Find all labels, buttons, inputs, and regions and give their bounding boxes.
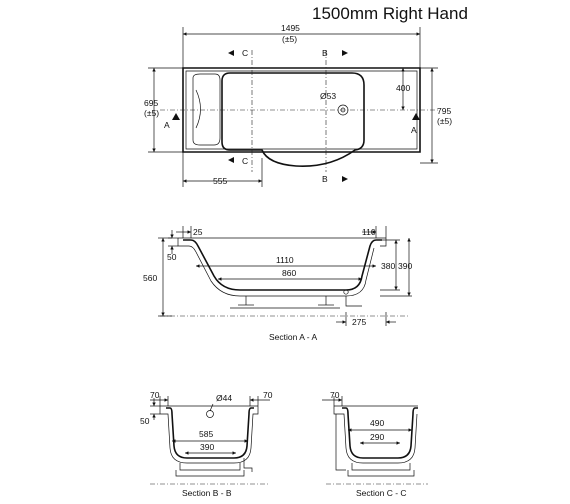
aa-base-inner: 860: [282, 268, 296, 278]
plan-cut-b-top: B: [322, 48, 328, 58]
bb-rim-right: 70: [263, 390, 273, 400]
bb-base-inner: 390: [200, 442, 214, 452]
plan-basin: [221, 72, 365, 167]
plan-inner-depth: 400: [396, 83, 410, 93]
plan-cut-a-left: A: [164, 120, 170, 130]
cc-label: Section C - C: [356, 488, 407, 498]
page-title: 1500mm Right Hand: [312, 4, 468, 23]
section-bb: 70 70 50 Ø44 585 390 Section B - B: [140, 390, 273, 498]
aa-height-overall: 560: [143, 273, 157, 283]
bb-label: Section B - B: [182, 488, 232, 498]
aa-rim-left: 25: [193, 227, 203, 237]
plan-left-width-tol: (±5): [144, 108, 159, 118]
aa-depth-inner: 380: [381, 261, 395, 271]
plan-bottom-offset: 555: [213, 176, 227, 186]
aa-depth-outer: 390: [398, 261, 412, 271]
aa-top-inner: 1110: [276, 255, 294, 265]
bb-waste-dia: Ø44: [216, 393, 232, 403]
plan-width-tol: (±5): [282, 34, 297, 44]
section-aa-profile: [183, 239, 382, 291]
plan-width: 1495: [281, 23, 300, 33]
plan-left-width: 695: [144, 98, 158, 108]
aa-label: Section A - A: [269, 332, 318, 342]
bb-rim-thk: 50: [140, 416, 150, 426]
cc-rim-left: 70: [330, 390, 340, 400]
aa-rim-thk: 50: [167, 252, 177, 262]
plan-cut-b-bottom: B: [322, 174, 328, 184]
plan-cut-a-right: A: [411, 125, 417, 135]
plan-right-width-tol: (±5): [437, 116, 452, 126]
plan-cut-c-top: C: [242, 48, 248, 58]
cc-base-inner: 290: [370, 432, 384, 442]
plan-waste-dia: Ø53: [320, 91, 336, 101]
plan-view: 1495 (±5) Ø53 A A C C B B: [144, 23, 452, 187]
section-bb-profile: [166, 407, 254, 459]
section-cc-profile: [342, 407, 418, 459]
aa-waste-offset: 275: [352, 317, 366, 327]
cc-top-inner: 490: [370, 418, 384, 428]
plan-right-width: 795: [437, 106, 451, 116]
bb-top-inner: 585: [199, 429, 213, 439]
section-cc: 70 490 290 Section C - C: [322, 390, 428, 498]
plan-cut-c-bottom: C: [242, 156, 248, 166]
plan-outline: [182, 67, 421, 153]
aa-rim-right: 110: [362, 227, 376, 237]
bb-rim-left: 70: [150, 390, 160, 400]
section-aa: 25 110 50 1110 860 560 380 390: [143, 226, 412, 342]
